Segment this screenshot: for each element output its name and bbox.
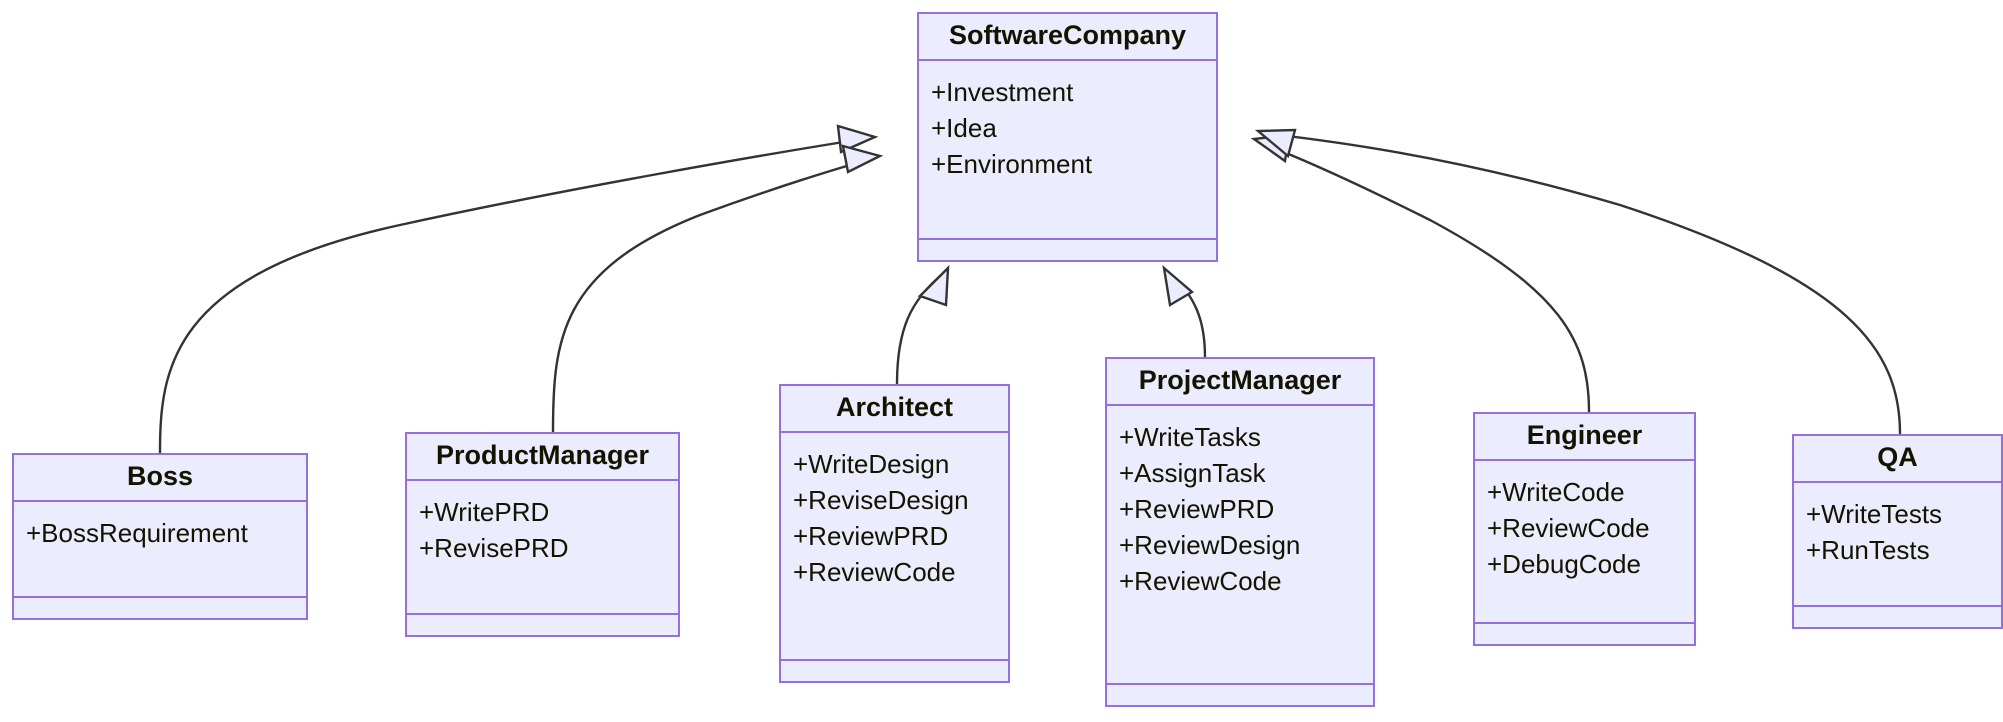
class-attribute: +RunTests [1806, 534, 1930, 565]
class-title: Boss [14, 455, 306, 502]
class-title: SoftwareCompany [919, 14, 1216, 61]
uml-class-qa[interactable]: QA +WriteTests +RunTests [1792, 434, 2003, 629]
class-title: Architect [781, 386, 1008, 433]
class-attributes: +WriteTasks +AssignTask +ReviewPRD +Revi… [1107, 406, 1373, 685]
class-attribute: +AssignTask [1119, 457, 1266, 488]
class-attribute: +ReviewCode [793, 556, 956, 587]
class-attribute: +WriteCode [1487, 477, 1625, 507]
class-attribute: +WritePRD [419, 497, 550, 527]
class-attribute: +ReviewCode [1487, 512, 1650, 543]
class-attribute: +ReviewDesign [1119, 529, 1301, 560]
class-title: ProjectManager [1107, 359, 1373, 406]
class-attribute: +Environment [931, 148, 1093, 179]
class-attribute: +ReviewPRD [1119, 493, 1275, 524]
class-attributes: +WriteCode +ReviewCode +DebugCode [1475, 461, 1694, 624]
class-attribute: +WriteDesign [793, 449, 950, 479]
class-methods [919, 240, 1216, 260]
class-methods [1107, 685, 1373, 705]
uml-class-engineer[interactable]: Engineer +WriteCode +ReviewCode +DebugCo… [1473, 412, 1696, 646]
class-attribute: +RevisePRD [419, 532, 569, 563]
class-attributes: +WriteDesign +ReviseDesign +ReviewPRD +R… [781, 433, 1008, 661]
class-attribute: +ReviseDesign [793, 484, 969, 515]
uml-class-software-company[interactable]: SoftwareCompany +Investment +Idea +Envir… [917, 12, 1218, 262]
class-attribute: +Idea [931, 112, 997, 143]
class-attributes: +BossRequirement [14, 502, 306, 598]
class-attribute: +WriteTests [1806, 499, 1943, 529]
class-methods [1794, 607, 2001, 627]
class-title: Engineer [1475, 414, 1694, 461]
class-attribute: +WriteTasks [1119, 422, 1261, 452]
class-attribute: +DebugCode [1487, 548, 1641, 579]
edge-architect-to-softwarecompany [895, 264, 950, 385]
edge-boss-to-softwarecompany [158, 124, 879, 454]
class-attributes: +WritePRD +RevisePRD [407, 481, 678, 615]
class-attributes: +Investment +Idea +Environment [919, 61, 1216, 240]
class-title: QA [1794, 436, 2001, 483]
uml-class-boss[interactable]: Boss +BossRequirement [12, 453, 308, 620]
class-methods [1475, 624, 1694, 644]
class-attributes: +WriteTests +RunTests [1794, 483, 2001, 607]
class-attribute: +ReviewPRD [793, 520, 949, 551]
uml-class-project-manager[interactable]: ProjectManager +WriteTasks +AssignTask +… [1105, 357, 1375, 707]
uml-class-product-manager[interactable]: ProductManager +WritePRD +RevisePRD [405, 432, 680, 637]
class-methods [14, 598, 306, 618]
class-title: ProductManager [407, 434, 678, 481]
class-methods [407, 615, 678, 635]
class-attribute: +BossRequirement [26, 518, 248, 548]
class-attribute: +ReviewCode [1119, 565, 1282, 596]
uml-class-architect[interactable]: Architect +WriteDesign +ReviseDesign +Re… [779, 384, 1010, 683]
edge-projectmanager-to-softwarecompany [1162, 264, 1207, 358]
class-methods [781, 661, 1008, 681]
class-attribute: +Investment [931, 77, 1074, 107]
